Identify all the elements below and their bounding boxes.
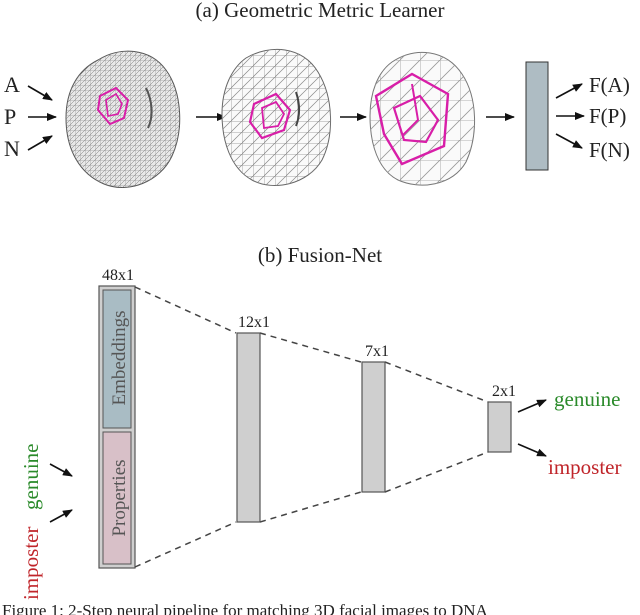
part-b-title: (b) Fusion-Net [258, 243, 382, 267]
output-fp-label: F(P) [589, 104, 626, 128]
layer-2-size: 12x1 [238, 314, 270, 331]
input-arrow-n [27, 135, 53, 151]
imposter-output-label: imposter [548, 455, 622, 479]
output-arrow-a [555, 83, 583, 99]
highlight-outer [96, 86, 130, 126]
genuine-output-arrow [517, 399, 547, 413]
fusion-output-arrows [517, 399, 547, 457]
output-arrows [555, 83, 585, 149]
layer-3-size: 7x1 [365, 343, 389, 360]
properties-segment [102, 431, 132, 565]
figure-caption: Figure 1: 2-Step neural pipeline for mat… [2, 601, 489, 615]
output-fa-label: F(A) [589, 73, 630, 97]
layer-2x1 [487, 401, 512, 453]
layer-4-size: 2x1 [492, 383, 516, 400]
output-fn-label: F(N) [589, 138, 630, 162]
fusion-input-arrow-2 [49, 509, 73, 523]
embedding-block [525, 61, 549, 171]
input-n-label: N [4, 136, 20, 161]
fusion-input-arrows [49, 463, 73, 523]
layer-1-size: 48x1 [102, 267, 134, 284]
embeddings-segment [102, 289, 132, 429]
embeddings-label: Embeddings [109, 311, 130, 406]
part-a-title: (a) Geometric Metric Learner [196, 0, 445, 22]
input-label-group: imposter genuine [19, 444, 43, 600]
genuine-output-label: genuine [554, 387, 620, 411]
input-labels: A P N [4, 72, 20, 161]
layer-12x1 [236, 332, 261, 523]
input-arrows [27, 85, 57, 151]
highlight-inner [105, 92, 123, 117]
properties-label: Properties [109, 459, 130, 536]
output-labels: F(A) F(P) F(N) [589, 73, 630, 162]
input-a-label: A [4, 72, 20, 97]
input-arrow-a [27, 85, 53, 101]
imposter-input-label: imposter [19, 527, 43, 601]
genuine-input-label: genuine [19, 444, 43, 510]
output-arrow-n [555, 133, 583, 149]
layer-7x1 [361, 361, 386, 493]
face-mesh-medium [221, 48, 331, 187]
layer-48x1: Embeddings Properties [98, 285, 136, 569]
input-p-label: P [4, 104, 16, 129]
layer-connectors [134, 286, 489, 568]
imposter-output-arrow [517, 443, 547, 457]
face-mesh-coarse [369, 51, 475, 186]
fusion-input-arrow-1 [49, 463, 73, 477]
face-mesh-dense [65, 50, 181, 188]
